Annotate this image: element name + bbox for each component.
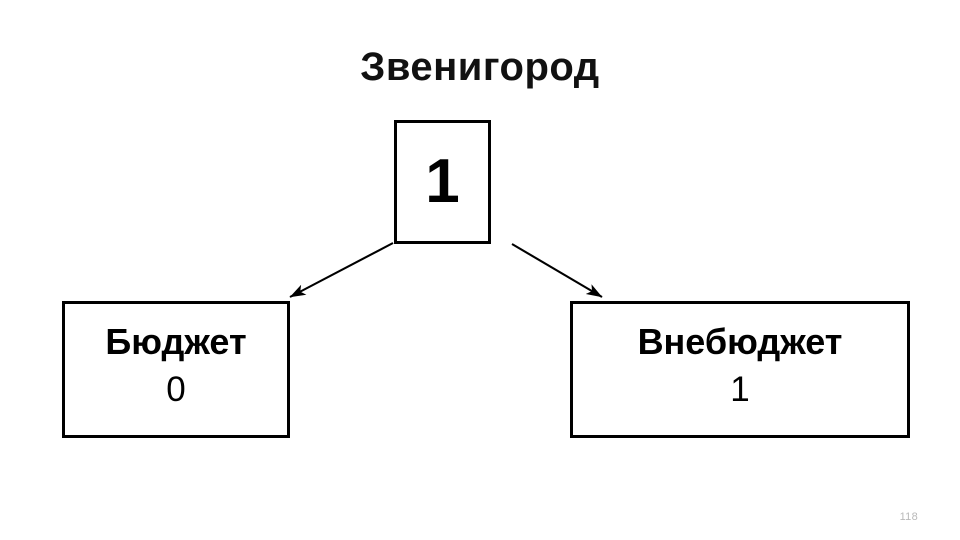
arrow-root-to-budget bbox=[289, 242, 394, 298]
root-node: 1 bbox=[394, 120, 491, 244]
arrow-root-to-extrabudget bbox=[511, 243, 603, 298]
extrabudget-node: Внебюджет 1 bbox=[570, 301, 910, 438]
budget-node: Бюджет 0 bbox=[62, 301, 290, 438]
root-node-value: 1 bbox=[425, 147, 460, 216]
extrabudget-node-value: 1 bbox=[730, 369, 750, 409]
budget-node-value: 0 bbox=[166, 369, 186, 409]
page-title: Звенигород bbox=[360, 45, 600, 89]
extrabudget-node-label: Внебюджет bbox=[637, 320, 843, 362]
budget-node-label: Бюджет bbox=[105, 320, 247, 362]
page-number: 118 bbox=[899, 511, 918, 523]
